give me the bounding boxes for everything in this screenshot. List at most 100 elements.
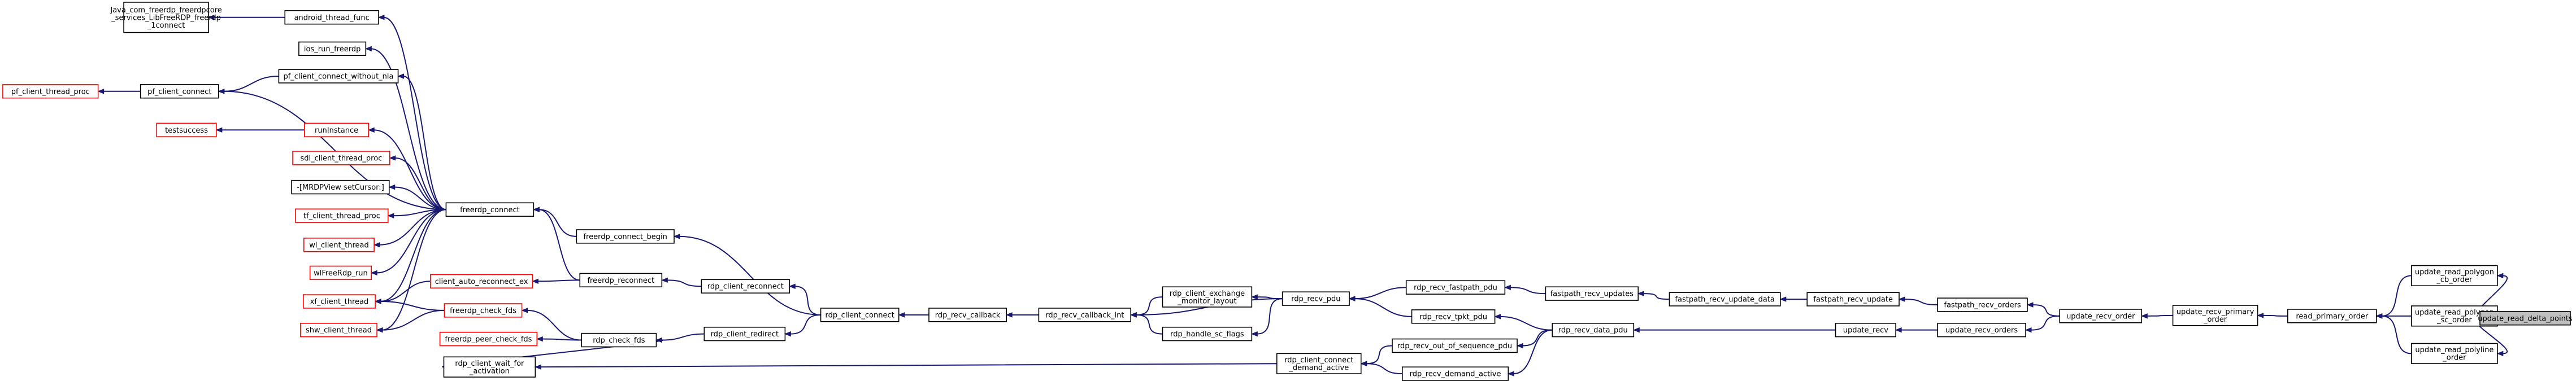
- arrowhead: [533, 207, 540, 212]
- edge-rdp-client-connect-demand-active-to-rdp-client-wait-for-activation: [534, 363, 1277, 370]
- node-update-read-polygon-cb-order[interactable]: update_read_polygon_cb_order: [2411, 265, 2498, 287]
- edge-rdp-client-connect-to-freerdp-connect-begin: [673, 234, 821, 316]
- edge-rdp-client-redirect-to-rdp-check-fds: [655, 333, 705, 343]
- node-rdp-handle-sc-flags[interactable]: rdp_handle_sc_flags: [1162, 326, 1253, 341]
- node-box: [303, 238, 375, 252]
- edge-line: [542, 338, 582, 341]
- node-rdp-client-connect-demand-active[interactable]: rdp_client_connect_demand_active: [1276, 353, 1362, 374]
- node-rdp-client-redirect[interactable]: rdp_client_redirect: [703, 326, 786, 341]
- edge-line: [373, 129, 446, 211]
- edge-freerdp-connect-to-pf-client-connect: [218, 89, 446, 211]
- node-update-recv[interactable]: update_recv: [1835, 322, 1896, 338]
- arrowhead: [661, 277, 668, 283]
- edge-update-recv-order-to-fastpath-recv-orders: [2026, 302, 2060, 317]
- node-pf-client-thread-proc[interactable]: pf_client_thread_proc: [2, 84, 99, 99]
- node-box: [1282, 291, 1350, 306]
- node-jni-connect[interactable]: Java_com_freerdp_freerdpcore_services_Li…: [110, 2, 222, 33]
- node-android-thread-func[interactable]: android_thread_func: [284, 10, 379, 25]
- node-freerdp-connect-begin[interactable]: freerdp_connect_begin: [576, 229, 675, 244]
- node-rdp-client-reconnect[interactable]: rdp_client_reconnect: [701, 279, 790, 294]
- node-box: [439, 331, 538, 347]
- node-rdp-recv-out-of-sequence-pdu[interactable]: rdp_recv_out_of_sequence_pdu: [1392, 338, 1518, 353]
- node-rdp-recv-callback[interactable]: rdp_recv_callback: [928, 308, 1007, 322]
- edge-line: [2031, 315, 2060, 331]
- node-pf-client-connect[interactable]: pf_client_connect: [140, 84, 219, 99]
- node-client-auto-reconnect-ex[interactable]: client_auto_reconnect_ex: [430, 274, 533, 289]
- node-rdp-recv-callback-int[interactable]: rdp_recv_callback_int: [1038, 308, 1132, 322]
- node-wl-client-thread[interactable]: wl_client_thread: [303, 238, 375, 252]
- node-wlfreerdp-run[interactable]: wlFreeRdp_run: [309, 265, 372, 281]
- arrowhead: [374, 299, 381, 304]
- node-label-line: wl_client_thread: [309, 241, 369, 249]
- node-box: [928, 308, 1007, 322]
- edge-line: [1366, 345, 1393, 365]
- edge-android-thread-func-to-jni-connect: [207, 15, 285, 20]
- node-sdl-client-thread-proc[interactable]: sdl_client_thread_proc: [292, 151, 390, 165]
- edge-fastpath-recv-updates-to-rdp-recv-fastpath-pdu: [1504, 284, 1546, 295]
- node-update-recv-primary-order[interactable]: update_recv_primary_order: [2172, 305, 2258, 326]
- node-rdp-client-connect[interactable]: rdp_client_connect: [820, 308, 900, 322]
- node-rdp-check-fds[interactable]: rdp_check_fds: [581, 332, 657, 348]
- node-tf-client-thread-proc[interactable]: tf_client_thread_proc: [295, 208, 389, 223]
- node-rdp-recv-demand-active[interactable]: rdp_recv_demand_active: [1401, 366, 1509, 381]
- node-label-line: pf_client_thread_proc: [11, 87, 90, 96]
- node-box: [292, 151, 390, 165]
- node-fastpath-recv-update[interactable]: fastpath_recv_update: [1806, 292, 1900, 306]
- node-box: [581, 332, 657, 348]
- edge-line: [540, 363, 1277, 368]
- edge-rdp-recv-tpkt-pdu-to-rdp-recv-pdu: [1348, 296, 1412, 317]
- edge-line: [2032, 304, 2060, 317]
- node-label-line: fastpath_recv_updates: [1550, 290, 1634, 299]
- node-rdp-client-wait-for-activation[interactable]: rdp_client_wait_for_activation: [443, 356, 536, 378]
- node-label-line: freerdp_peer_check_fds: [445, 335, 532, 344]
- edge-line: [223, 76, 279, 92]
- arrowhead: [788, 283, 796, 289]
- node-label-line: rdp_check_fds: [593, 336, 645, 345]
- node-freerdp-peer-check-fds[interactable]: freerdp_peer_check_fds: [439, 331, 538, 347]
- node-xf-client-thread[interactable]: xf_client_thread: [303, 294, 376, 309]
- arrowhead: [215, 127, 223, 133]
- node-rdp-recv-tpkt-pdu[interactable]: rdp_recv_tpkt_pdu: [1411, 309, 1496, 324]
- node-freerdp-connect[interactable]: freerdp_connect: [445, 202, 535, 217]
- node-freerdp-check-fds[interactable]: freerdp_check_fds: [444, 303, 523, 318]
- node-label-line: freerdp_connect: [460, 206, 520, 214]
- arrowhead: [655, 337, 662, 343]
- node-update-read-polyline-order[interactable]: update_read_polyline_order: [2411, 343, 2498, 365]
- node-rdp-recv-data-pdu[interactable]: rdp_recv_data_pdu: [1552, 322, 1635, 338]
- node-read-primary-order[interactable]: read_primary_order: [2287, 309, 2377, 323]
- node-update-recv-orders[interactable]: update_recv_orders: [1937, 322, 2026, 338]
- node-label-line: fastpath_recv_update_data: [1675, 296, 1774, 304]
- node-rdp-client-exchange-monitor-layout[interactable]: rdp_client_exchange_monitor_layout: [1162, 286, 1253, 308]
- node-box: [298, 41, 367, 56]
- edge-update-recv-to-rdp-recv-data-pdu: [1632, 327, 1836, 333]
- node-fastpath-recv-orders[interactable]: fastpath_recv_orders: [1937, 297, 2028, 312]
- arrowhead: [218, 89, 225, 94]
- node-label-line: update_read_polygon: [2415, 309, 2494, 317]
- node-update-recv-order[interactable]: update_recv_order: [2059, 309, 2143, 323]
- arrowhead: [370, 270, 377, 276]
- node-freerdp-reconnect[interactable]: freerdp_reconnect: [579, 273, 663, 288]
- node-shw-client-thread[interactable]: shw_client_thread: [300, 322, 377, 338]
- arrowhead: [367, 127, 375, 133]
- arrowhead: [388, 184, 396, 190]
- node-mrdpview-setcursor[interactable]: -[MRDPView setCursor:]: [291, 179, 390, 195]
- edge-line: [527, 309, 582, 341]
- node-runInstance[interactable]: runInstance: [303, 122, 370, 138]
- edge-line: [403, 76, 446, 211]
- node-pf-client-connect-without-nla[interactable]: pf_client_connect_without_nla: [278, 69, 399, 84]
- arrowhead: [1130, 312, 1137, 318]
- node-ios-run-freerdp[interactable]: ios_run_freerdp: [298, 41, 367, 56]
- edge-freerdp-connect-to-ios-run-freerdp: [364, 46, 446, 211]
- node-fastpath-recv-updates[interactable]: fastpath_recv_updates: [1545, 286, 1639, 301]
- node-box: [303, 294, 376, 309]
- node-rdp-recv-pdu[interactable]: rdp_recv_pdu: [1282, 291, 1350, 306]
- node-update-read-delta-points[interactable]: update_read_delta_points: [2478, 311, 2573, 326]
- edge-line: [790, 314, 821, 335]
- arrowhead: [1494, 314, 1501, 319]
- node-fastpath-recv-update-data[interactable]: fastpath_recv_update_data: [1669, 292, 1781, 306]
- node-rdp-recv-fastpath-pdu[interactable]: rdp_recv_fastpath_pdu: [1405, 280, 1506, 295]
- edge-line: [2381, 315, 2412, 354]
- node-testsuccess[interactable]: testsuccess: [156, 122, 217, 138]
- node-box: [140, 84, 219, 99]
- edge-client-auto-reconnect-ex-to-xf-client-thread: [374, 281, 431, 304]
